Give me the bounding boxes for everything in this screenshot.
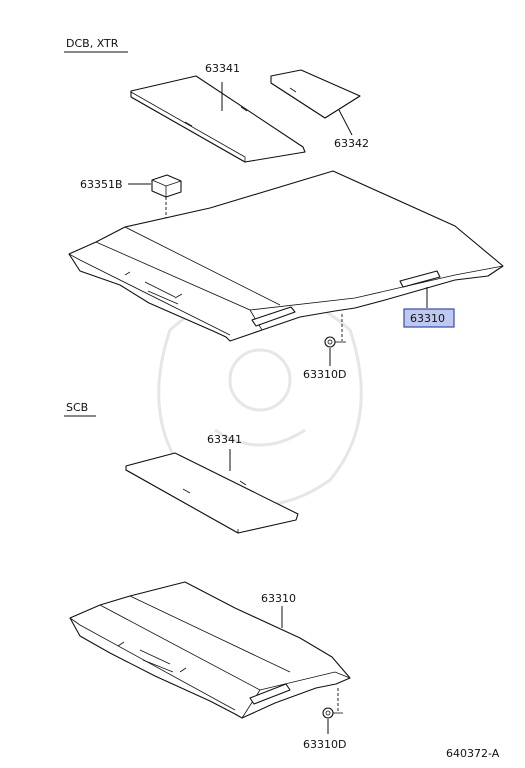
- sunvisor-small-dcb: [270, 69, 361, 119]
- section-dcb: DCB, XTR: [64, 37, 128, 53]
- diagram-code: 640372-A: [446, 747, 500, 760]
- label-63341-dcb: 63341: [205, 62, 240, 75]
- label-63351b: 63351B: [80, 178, 123, 191]
- section-title-dcb: DCB, XTR: [66, 37, 119, 50]
- label-63310d-dcb: 63310D: [303, 368, 346, 381]
- label-63341-scb: 63341: [207, 433, 242, 446]
- headliner-dcb: [68, 170, 504, 342]
- section-scb: SCB: [64, 401, 96, 417]
- section-title-scb: SCB: [66, 401, 88, 414]
- hold-63310d-dcb: [324, 314, 346, 348]
- leader-63342: [338, 109, 353, 136]
- sunvisor-scb: [125, 452, 299, 534]
- label-63310-dcb[interactable]: 63310: [410, 312, 445, 325]
- sunvisor-large-dcb: [130, 75, 306, 163]
- hold-63310d-scb: [322, 688, 343, 719]
- label-63310d-scb: 63310D: [303, 738, 346, 751]
- label-63310-scb: 63310: [261, 592, 296, 605]
- clip-63351b: [151, 174, 182, 198]
- highlight-63310[interactable]: [403, 308, 455, 328]
- label-63342: 63342: [334, 137, 369, 150]
- headliner-scb: [69, 581, 351, 719]
